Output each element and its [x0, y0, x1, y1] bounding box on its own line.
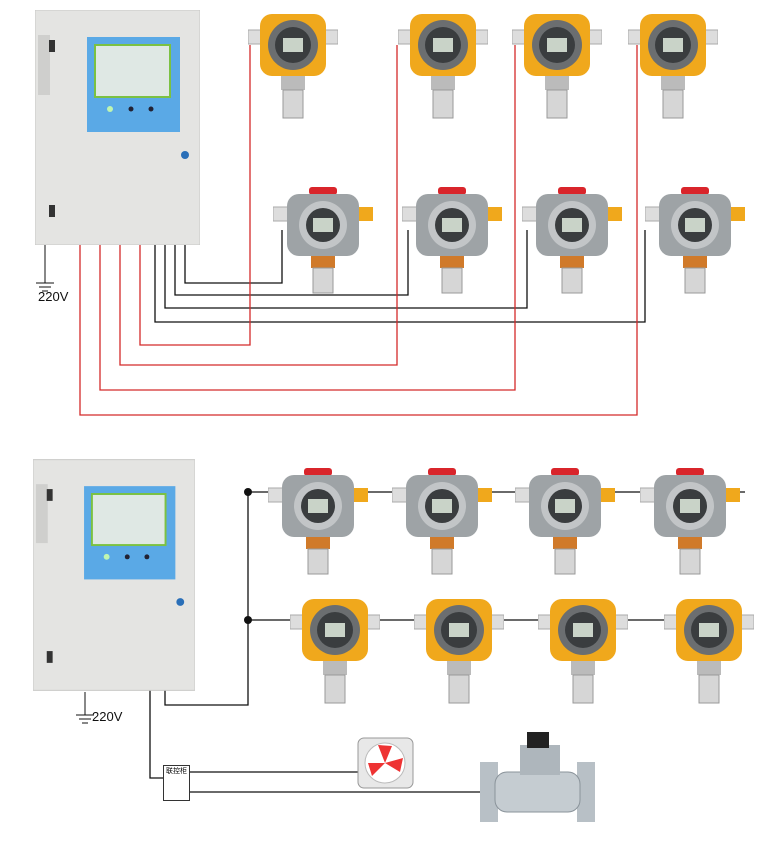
gray-detector: [273, 187, 373, 294]
signal-wire: [184, 230, 283, 284]
top-ground-icon: [36, 245, 54, 292]
gray-detector: [640, 468, 740, 575]
yellow-detector: [538, 598, 628, 704]
power-wire: [79, 45, 638, 416]
power-wire: [119, 45, 398, 366]
relay-box: 联控柜: [163, 765, 190, 801]
yellow-detector: [628, 13, 718, 119]
power-wire: [139, 45, 251, 346]
yellow-detector: [398, 13, 488, 119]
yellow-detector: [664, 598, 754, 704]
bus-junction: [244, 488, 252, 496]
gray-detector: [522, 187, 622, 294]
top-power-wires: [79, 45, 638, 416]
yellow-detector: [248, 13, 338, 119]
bus-junction: [244, 616, 252, 624]
power-label-bottom: 220V: [92, 709, 123, 724]
bottom-ground-icon: [76, 692, 94, 724]
gray-detector: [402, 187, 502, 294]
top-signal-wires: [154, 230, 646, 323]
gray-detector: [392, 468, 492, 575]
gray-detector: [515, 468, 615, 575]
signal-wire: [164, 230, 528, 309]
signal-wire: [154, 230, 646, 323]
solenoid-valve-icon: [480, 732, 595, 822]
yellow-detector: [290, 598, 380, 704]
yellow-detector: [414, 598, 504, 704]
power-wire: [99, 45, 516, 391]
exhaust-fan-icon: [357, 737, 414, 789]
gray-detector: [645, 187, 745, 294]
bottom-controller: [33, 458, 195, 692]
top-controller: [35, 10, 200, 245]
yellow-detector: [512, 13, 602, 119]
signal-wire: [174, 230, 409, 296]
power-label-top: 220V: [38, 289, 69, 304]
gray-detector: [268, 468, 368, 575]
